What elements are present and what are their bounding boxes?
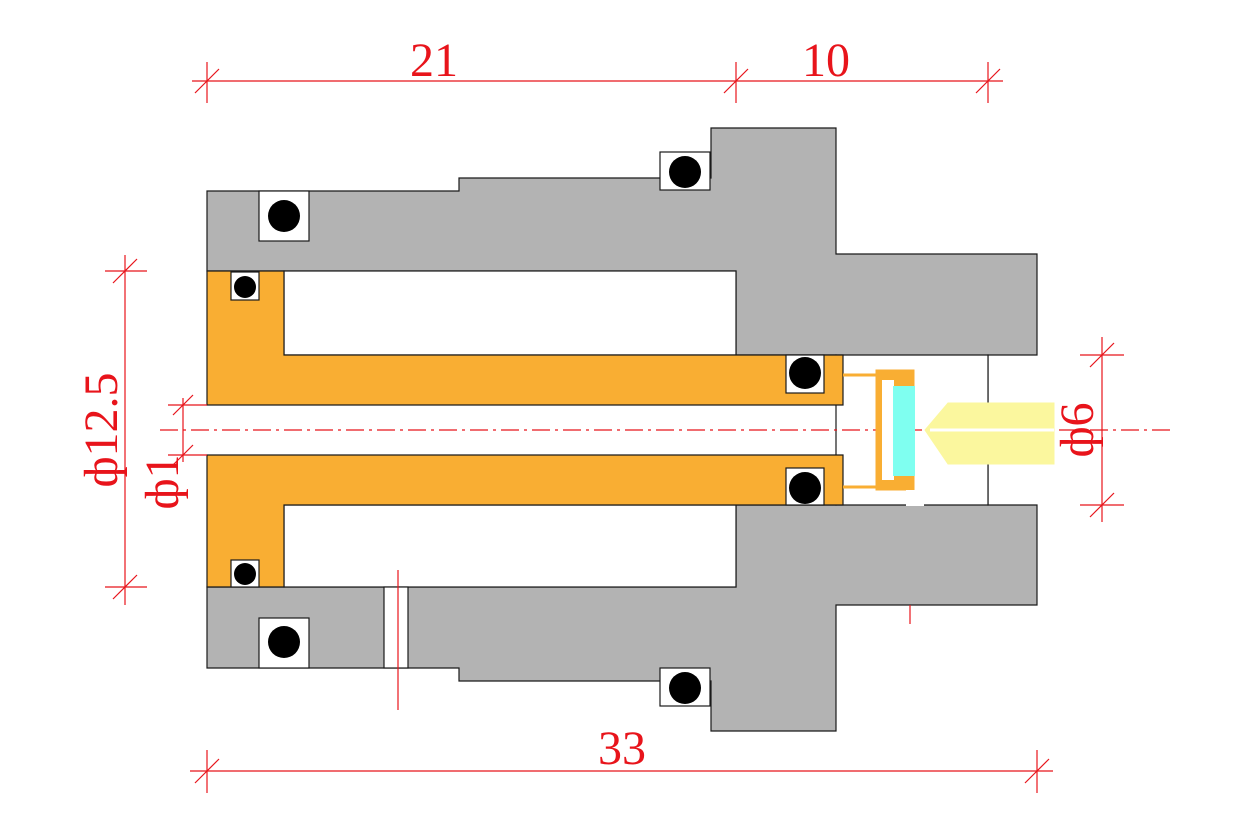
lower-chamber — [283, 504, 737, 588]
dim-top-left-label: 21 — [410, 34, 458, 87]
o-ring — [669, 672, 701, 704]
o-ring — [789, 357, 821, 389]
o-ring — [268, 626, 300, 658]
valve-head — [843, 369, 924, 506]
dimension-left-hole — [168, 394, 207, 466]
o-rings — [230, 151, 825, 707]
dim-center-hole-label: ф1 — [136, 454, 189, 509]
o-ring — [234, 563, 256, 585]
nozzle — [924, 402, 1055, 465]
piston-lower — [206, 454, 844, 588]
dimension-right-nozzle — [1080, 337, 1124, 522]
valve-frame-inner — [882, 380, 894, 480]
dim-bottom-total-label: 33 — [598, 722, 646, 775]
dimension-top — [192, 62, 1003, 103]
dim-outer-diameter-label: ф12.5 — [75, 372, 128, 487]
upper-chamber — [283, 270, 737, 356]
o-ring — [268, 200, 300, 232]
dim-top-right-label: 10 — [802, 34, 850, 87]
o-ring — [234, 276, 256, 298]
dim-nozzle-diameter-label: ф6 — [1051, 402, 1104, 457]
vent-slot — [383, 586, 409, 669]
dimension-bottom — [190, 570, 1053, 793]
dimension-left-outer — [105, 255, 147, 605]
o-ring — [669, 156, 701, 188]
o-ring — [789, 472, 821, 504]
lens — [893, 386, 915, 476]
gap-mark — [906, 490, 924, 506]
